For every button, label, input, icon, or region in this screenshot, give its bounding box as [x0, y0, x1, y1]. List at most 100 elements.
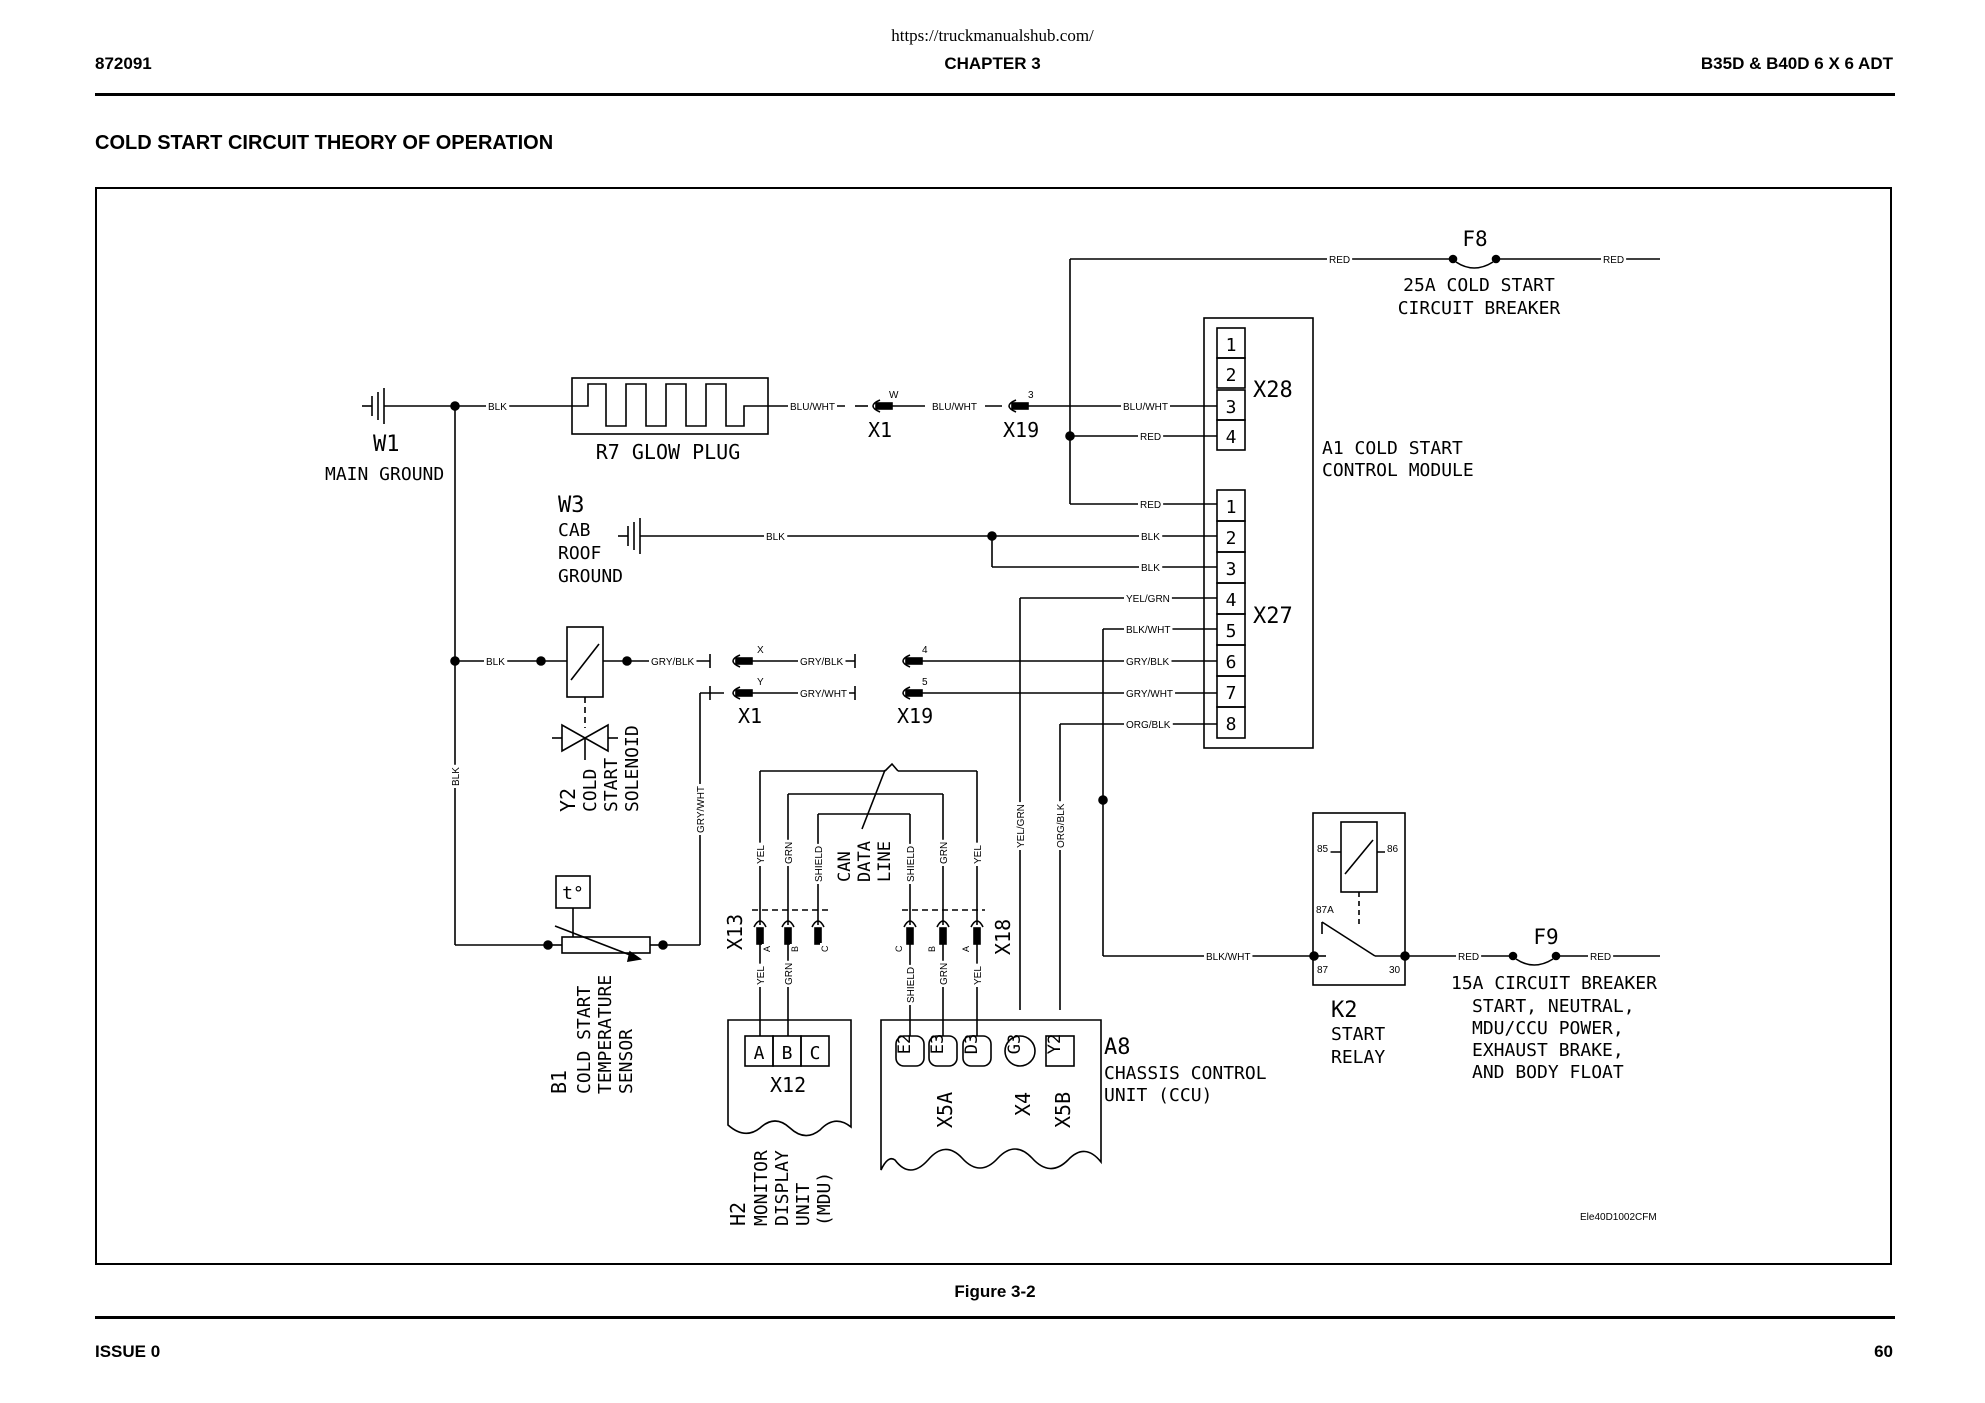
- wire-label-red-f8-in: RED: [1329, 255, 1350, 266]
- f9-line3: MDU/CCU POWER,: [1472, 1018, 1624, 1039]
- wire-label-red-x28-4: RED: [1140, 432, 1161, 443]
- x27-pin-1: 1: [1226, 497, 1237, 518]
- h2-line1: H2: [726, 1202, 750, 1226]
- x27-ref: X27: [1253, 604, 1293, 629]
- wire-label-blu-wht-x1: BLU/WHT: [932, 402, 977, 413]
- a1-cold-start-control-module: 1 2 3 4 X28 1 2 3 4 5 6 7 8 X27: [1203, 317, 1314, 749]
- wire-label-grn-x18-top: GRN: [939, 842, 950, 864]
- x19-ref-bottom: X19: [897, 704, 933, 728]
- wire-label-gry-wht-x1: GRY/WHT: [800, 689, 847, 700]
- x19-pin-3: 3: [1028, 390, 1034, 401]
- k2-pin-87: 87: [1317, 965, 1329, 976]
- k2-ref: K2: [1331, 998, 1358, 1023]
- x27-pin-2: 2: [1226, 528, 1237, 549]
- x13-pin-b: B: [790, 946, 800, 952]
- x28-ref: X28: [1253, 378, 1293, 403]
- x1-ref-top: X1: [868, 418, 892, 442]
- w1-main-ground: W1 MAIN GROUND: [325, 388, 572, 945]
- figure-frame: [95, 187, 1892, 1265]
- w1-ref: W1: [373, 432, 400, 457]
- a8-pin-e2: E2: [895, 1034, 915, 1054]
- issue-label: ISSUE 0: [95, 1342, 161, 1361]
- a8-line2: UNIT (CCU): [1104, 1085, 1212, 1106]
- x13-ref: X13: [723, 914, 747, 950]
- h2-monitor-display-unit: A B C X12 H2 MONITOR DISPLAY UNIT (MDU): [726, 1019, 852, 1226]
- a1-line1: A1 COLD START: [1322, 438, 1463, 459]
- page-number: 60: [1874, 1342, 1893, 1361]
- x12-pin-b: B: [782, 1043, 793, 1064]
- wire-label-blk-w3: BLK: [766, 532, 785, 543]
- f9-line5: AND BODY FLOAT: [1472, 1062, 1624, 1083]
- wire-label-org-blk-vertical: ORG/BLK: [1056, 803, 1067, 848]
- wire-label-yel-x13-bottom: YEL: [756, 966, 767, 985]
- x12-pin-a: A: [754, 1043, 765, 1064]
- wire-label-blk-x27-3: BLK: [1141, 563, 1160, 574]
- wire-label-gry-blk-x27: GRY/BLK: [1126, 657, 1169, 668]
- h2-line2: MONITOR: [751, 1150, 772, 1226]
- wire-label-shield-x13-top: SHIELD: [814, 846, 825, 882]
- wire-label-blk-w1: BLK: [488, 402, 507, 413]
- f8-ref: F8: [1462, 227, 1487, 251]
- wire-label-yel-x18-top: YEL: [973, 845, 984, 864]
- wire-label-blk-y2: BLK: [486, 657, 505, 668]
- x18-ref: X18: [991, 919, 1015, 955]
- x28-pin-3: 3: [1226, 397, 1237, 418]
- wire-label-grn-x18-bottom: GRN: [939, 963, 950, 985]
- a1-line2: CONTROL MODULE: [1322, 460, 1474, 481]
- x1-pin-x: X: [757, 645, 764, 656]
- wire-label-blu-wht-x28: BLU/WHT: [1123, 402, 1168, 413]
- wire-label-blk-x27-2: BLK: [1141, 532, 1160, 543]
- wire-label-gry-blk-x1: GRY/BLK: [800, 657, 843, 668]
- x1-connector-xy: X Y X1: [709, 645, 766, 728]
- y2-line4: SOLENOID: [622, 725, 643, 812]
- x18-pin-b: B: [927, 946, 937, 952]
- header-rule: [95, 93, 1895, 96]
- w3-cab-roof-ground: W3 CAB ROOF GROUND: [558, 493, 1217, 587]
- k2-start-relay: 85 86 87A 87 30: [1309, 812, 1410, 986]
- wire-label-org-blk-x27: ORG/BLK: [1126, 720, 1171, 731]
- wire-label-grn-x13-bottom: GRN: [784, 963, 795, 985]
- k2-line2: RELAY: [1331, 1047, 1385, 1068]
- x28-pin-4: 4: [1226, 427, 1237, 448]
- x27-pin-5: 5: [1226, 621, 1237, 642]
- f8-line1: 25A COLD START: [1403, 275, 1555, 296]
- w1-name: MAIN GROUND: [325, 464, 444, 485]
- x1-pin-w: W: [889, 390, 899, 401]
- wire-label-blu-wht-r7: BLU/WHT: [790, 402, 835, 413]
- wire-label-gry-wht-x27: GRY/WHT: [1126, 689, 1173, 700]
- a8-pin-e3: E3: [928, 1034, 948, 1054]
- x13-pin-c: C: [820, 945, 830, 952]
- source-url[interactable]: https://truckmanualshub.com/: [891, 26, 1094, 45]
- x27-pin-6: 6: [1226, 652, 1237, 673]
- f8-breaker: F8 25A COLD START CIRCUIT BREAKER: [1070, 227, 1660, 319]
- can-line1: CAN: [835, 851, 855, 882]
- wire-label-yel-x13-top: YEL: [756, 845, 767, 864]
- k2-pin-30: 30: [1389, 965, 1401, 976]
- k2-pin-86: 86: [1387, 844, 1399, 855]
- w3-line1: CAB: [558, 520, 591, 541]
- a8-line1: CHASSIS CONTROL: [1104, 1063, 1267, 1084]
- wire-label-blk-wht-k2: BLK/WHT: [1206, 952, 1250, 963]
- x28-pin-2: 2: [1226, 365, 1237, 386]
- w3-line3: GROUND: [558, 566, 623, 587]
- x18-pin-c: C: [894, 945, 904, 952]
- x28-pin-1: 1: [1226, 335, 1237, 356]
- f9-ref: F9: [1533, 925, 1558, 949]
- r7-glow-plug: R7 GLOW PLUG: [571, 377, 769, 464]
- h2-line4: UNIT: [793, 1182, 814, 1226]
- a8-pin-g3: G3: [1005, 1034, 1025, 1054]
- x27-pin-4: 4: [1226, 590, 1237, 611]
- a8-ref: A8: [1104, 1035, 1131, 1060]
- f9-line2: START, NEUTRAL,: [1472, 996, 1635, 1017]
- wire-label-shield-x18-top: SHIELD: [906, 846, 917, 882]
- k2-pin-85: 85: [1317, 844, 1329, 855]
- w3-line2: ROOF: [558, 543, 601, 564]
- svg-text:t°: t°: [562, 883, 584, 904]
- wire-label-red-f9-out: RED: [1590, 952, 1611, 963]
- b1-cold-start-temperature-sensor: t° B1 COLD START TEMPERATURE SENSOR: [455, 875, 700, 1094]
- f9-line1: 15A CIRCUIT BREAKER: [1451, 973, 1657, 994]
- x27-pin-7: 7: [1226, 683, 1237, 704]
- x19-pin-4: 4: [922, 645, 928, 656]
- b1-line1: B1: [547, 1070, 571, 1094]
